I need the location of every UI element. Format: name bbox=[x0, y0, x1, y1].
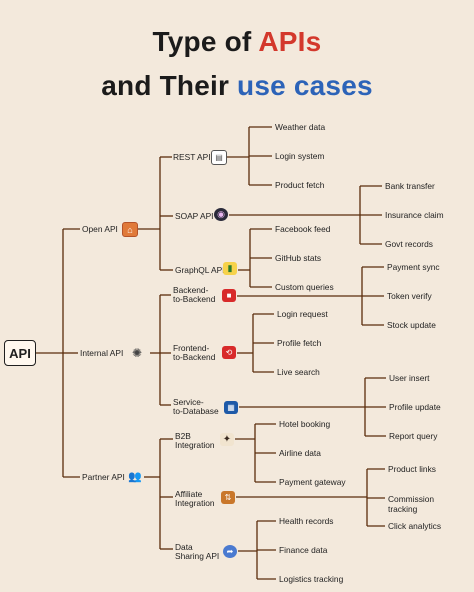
use-commission-tracking: Commission tracking bbox=[388, 494, 435, 514]
use-health-records: Health records bbox=[279, 516, 334, 526]
use-logistics-tracking: Logistics tracking bbox=[279, 574, 344, 584]
use-bank-transfer: Bank transfer bbox=[385, 181, 435, 191]
use-live-search: Live search bbox=[277, 367, 320, 377]
type-affiliate-line2: Integration bbox=[175, 498, 215, 508]
category-partner-api: Partner API bbox=[82, 472, 125, 482]
type-rest-api: REST API bbox=[173, 152, 211, 162]
share-icon: ➦ bbox=[223, 545, 237, 558]
type-service-to-database: Service- to-Database bbox=[173, 398, 219, 416]
use-weather-data: Weather data bbox=[275, 122, 326, 132]
use-payment-sync: Payment sync bbox=[387, 262, 440, 272]
use-govt-records: Govt records bbox=[385, 239, 433, 249]
title-prefix-1: Type of bbox=[152, 26, 259, 57]
type-frontend-line1: Frontend- bbox=[173, 343, 210, 353]
type-backend-line1: Backend- bbox=[173, 285, 209, 295]
type-b2b-integration: B2B Integration bbox=[175, 432, 215, 450]
type-service-line2: to-Database bbox=[173, 406, 219, 416]
category-internal-api: Internal API bbox=[80, 348, 124, 358]
sun-icon: ✺ bbox=[131, 345, 143, 360]
root-node-api: API bbox=[4, 340, 36, 366]
type-soap-api: SOAP API bbox=[175, 211, 214, 221]
type-graphql-api: GraphQL API bbox=[175, 265, 225, 275]
use-airline-data: Airline data bbox=[279, 448, 321, 458]
title-line-1: Type of APIs bbox=[0, 26, 474, 58]
use-finance-data: Finance data bbox=[279, 545, 328, 555]
type-data-sharing-api: Data Sharing API bbox=[175, 543, 219, 561]
backend-icon: ■ bbox=[222, 289, 236, 302]
use-token-verify: Token verify bbox=[387, 291, 432, 301]
use-profile-update: Profile update bbox=[389, 402, 441, 412]
type-b2b-line1: B2B bbox=[175, 431, 191, 441]
type-data-sharing-line2: Sharing API bbox=[175, 551, 220, 561]
use-insurance-claim: Insurance claim bbox=[385, 210, 444, 220]
handshake-icon: ✦ bbox=[220, 433, 234, 446]
use-facebook-feed: Facebook feed bbox=[275, 224, 331, 234]
use-stock-update: Stock update bbox=[387, 320, 436, 330]
use-login-request: Login request bbox=[277, 309, 328, 319]
database-icon: ▦ bbox=[224, 401, 238, 414]
type-frontend-line2: to-Backend bbox=[173, 352, 216, 362]
affiliate-icon: ⇅ bbox=[221, 491, 235, 504]
use-click-analytics: Click analytics bbox=[388, 521, 442, 531]
type-affiliate-integration: Affiliate Integration bbox=[175, 490, 215, 508]
use-payment-gateway: Payment gateway bbox=[279, 477, 346, 487]
open-badge-icon: ⌂ bbox=[122, 222, 138, 237]
people-icon: 👥 bbox=[128, 471, 142, 483]
title-line-2: and Their use cases bbox=[0, 70, 474, 102]
use-product-links: Product links bbox=[388, 464, 436, 474]
type-affiliate-line1: Affiliate bbox=[175, 489, 203, 499]
use-login-system: Login system bbox=[275, 151, 325, 161]
title-accent-apis: APIs bbox=[258, 26, 322, 57]
use-github-stats: GitHub stats bbox=[275, 253, 322, 263]
use-user-insert: User insert bbox=[389, 373, 430, 383]
type-backend-to-backend: Backend- to-Backend bbox=[173, 286, 215, 304]
use-custom-queries: Custom queries bbox=[275, 282, 334, 292]
type-b2b-line2: Integration bbox=[175, 440, 215, 450]
type-service-line1: Service- bbox=[173, 397, 204, 407]
frontend-icon: ⟲ bbox=[222, 346, 236, 359]
category-open-api: Open API bbox=[82, 224, 118, 234]
title-accent-use-cases: use cases bbox=[237, 70, 373, 101]
type-backend-line2: to-Backend bbox=[173, 294, 216, 304]
use-hotel-booking: Hotel booking bbox=[279, 419, 331, 429]
use-product-fetch: Product fetch bbox=[275, 180, 325, 190]
type-frontend-to-backend: Frontend- to-Backend bbox=[173, 344, 215, 362]
type-data-sharing-line1: Data bbox=[175, 542, 193, 552]
use-report-query: Report query bbox=[389, 431, 438, 441]
server-icon: ▤ bbox=[211, 150, 227, 165]
use-profile-fetch: Profile fetch bbox=[277, 338, 322, 348]
soap-icon: ◉ bbox=[214, 208, 228, 221]
title-prefix-2: and Their bbox=[101, 70, 238, 101]
bar-chart-icon: ▮ bbox=[223, 262, 237, 275]
